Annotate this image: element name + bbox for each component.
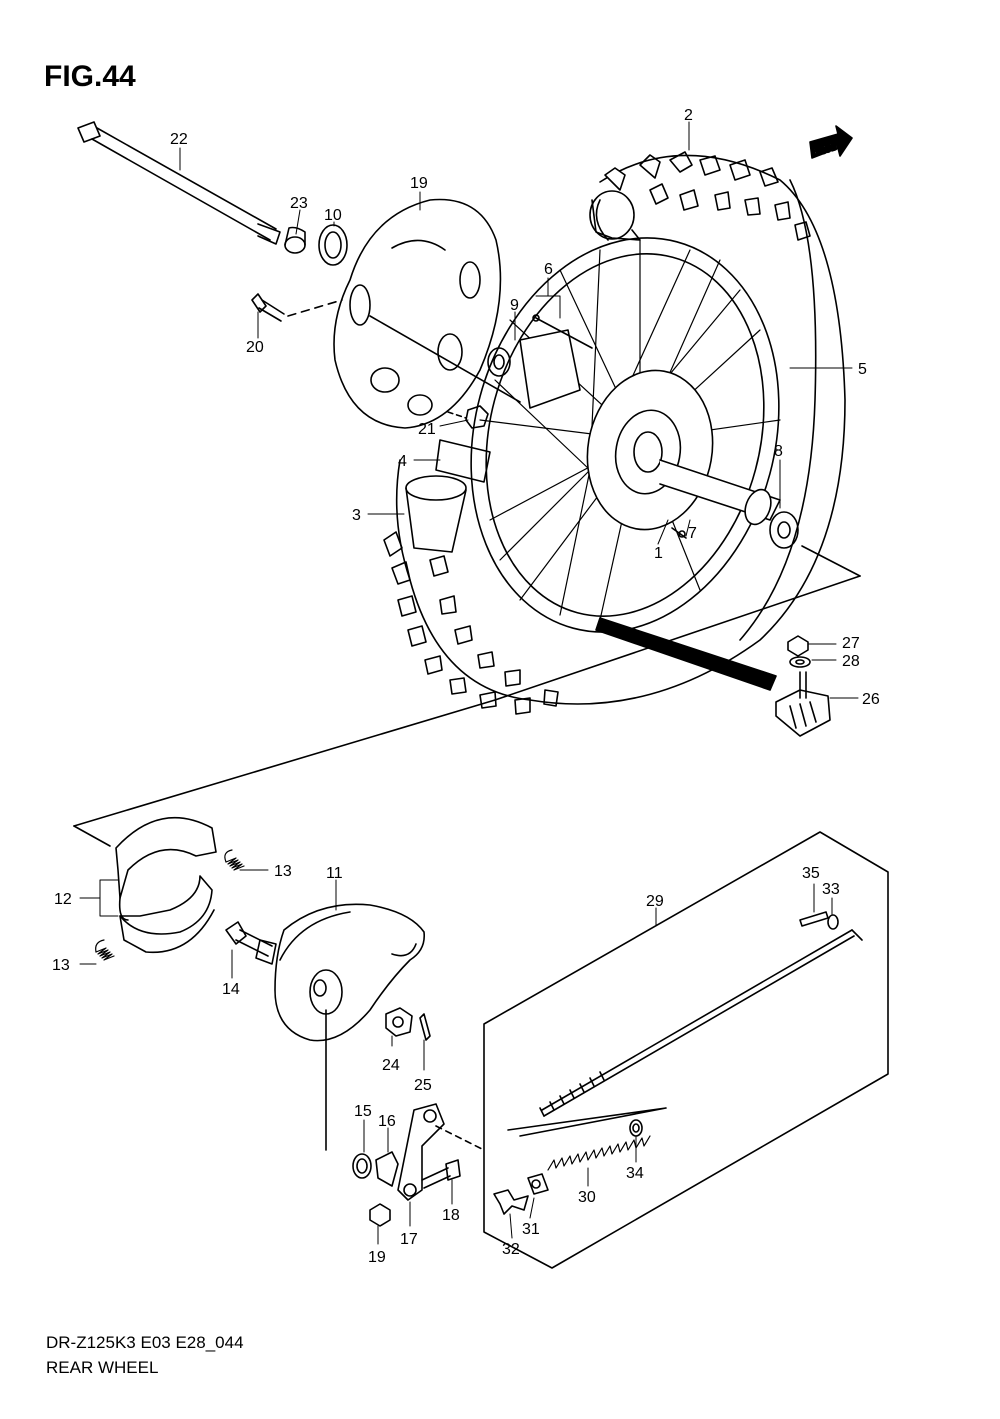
explode-line xyxy=(73,825,111,847)
part-label-34: 33 xyxy=(822,881,840,898)
part-label-7: 7 xyxy=(688,525,697,542)
part-label-31: 30 xyxy=(578,1189,596,1206)
brake-cam-lever xyxy=(397,1103,445,1201)
explode-line xyxy=(801,545,861,577)
part-label-13-lower: 13 xyxy=(52,957,70,974)
wear-indicator xyxy=(375,1151,399,1187)
figure-title: FIG.44 xyxy=(44,60,136,93)
part-label-32: 31 xyxy=(522,1221,540,1238)
part-label-4: 4 xyxy=(398,453,407,470)
brake-shoe-lower xyxy=(119,875,215,954)
rim-lock xyxy=(775,671,831,737)
lever-nut xyxy=(369,1203,391,1227)
explode-line xyxy=(435,1125,485,1151)
part-label-28: 27 xyxy=(842,635,860,652)
forward-arrow-icon: FWD xyxy=(809,125,853,160)
part-label-33: 32 xyxy=(502,1241,520,1258)
part-label-17: 17 xyxy=(400,1231,418,1248)
brake-rod-box xyxy=(483,831,889,1269)
rear-tire xyxy=(383,151,846,715)
rod-pin xyxy=(799,911,829,927)
part-label-15: 15 xyxy=(354,1103,372,1120)
part-label-25: 24 xyxy=(382,1057,400,1074)
part-label-20: 19 xyxy=(410,175,428,192)
brake-shoe-upper xyxy=(115,816,217,921)
rim-lock-washer xyxy=(789,656,811,668)
part-label-21: 20 xyxy=(246,339,264,356)
part-label-30: 29 xyxy=(646,893,664,910)
sprocket-nut xyxy=(447,405,489,429)
part-labels: 2 22 19 23 10 6 9 20 5 21 4 8 3 7 1 27 2… xyxy=(52,107,880,1266)
part-label-1: 1 xyxy=(654,545,663,562)
explode-line xyxy=(73,699,496,827)
part-label-9: 9 xyxy=(510,297,519,314)
rim-band xyxy=(405,439,491,553)
cotter-pin xyxy=(419,1013,431,1041)
spring-washer xyxy=(629,1119,643,1137)
part-label-6: 6 xyxy=(544,261,553,278)
wheel-hub xyxy=(586,369,781,531)
zig-line xyxy=(507,1107,667,1137)
part-label-12: 12 xyxy=(54,891,72,908)
wheel-rim xyxy=(470,237,780,633)
leader-lines xyxy=(79,121,859,1245)
part-label-8: 8 xyxy=(774,443,783,460)
part-label-3: 3 xyxy=(352,507,361,524)
part-label-36: 35 xyxy=(802,865,820,882)
axle-nut xyxy=(385,1007,413,1037)
part-label-26: 25 xyxy=(414,1077,432,1094)
part-label-27: 26 xyxy=(862,691,880,708)
lever-bolt xyxy=(421,1159,461,1189)
part-label-24: 23 xyxy=(290,195,308,212)
part-label-2: 2 xyxy=(684,107,693,124)
part-label-35: 34 xyxy=(626,1165,644,1182)
part-label-22: 21 xyxy=(418,421,436,438)
part-label-19: 19 xyxy=(368,1249,386,1266)
right-bearing xyxy=(769,511,799,549)
oil-seal xyxy=(318,224,348,266)
rod-washer xyxy=(827,914,839,930)
rim-lock-nut xyxy=(787,635,809,657)
part-label-29: 28 xyxy=(842,653,860,670)
o-ring xyxy=(352,1153,372,1179)
part-label-14: 14 xyxy=(222,981,240,998)
part-label-18: 18 xyxy=(442,1207,460,1224)
brake-rod xyxy=(539,929,863,1117)
hub-bolts xyxy=(519,314,593,409)
brake-spring-upper xyxy=(224,849,245,871)
brake-spring-lower xyxy=(95,939,115,961)
part-label-10: 10 xyxy=(324,207,342,224)
return-spring xyxy=(547,1135,651,1171)
part-label-23: 22 xyxy=(170,131,188,148)
axle-collar xyxy=(284,226,306,254)
part-label-13-upper: 13 xyxy=(274,863,292,880)
rear-sprocket xyxy=(333,198,521,429)
spoke-nipple xyxy=(671,527,687,539)
sprocket-bolt xyxy=(251,293,343,322)
axle-shaft xyxy=(77,121,281,245)
wing-nut xyxy=(493,1189,529,1215)
part-label-16: 16 xyxy=(378,1113,396,1130)
section-name: REAR WHEEL xyxy=(46,1358,159,1377)
model-code: DR-Z125K3 E03 E28_044 xyxy=(46,1333,244,1352)
part-label-11: 11 xyxy=(326,865,343,882)
part-label-5: 5 xyxy=(858,361,867,378)
explode-line xyxy=(494,575,861,701)
pointer-arrow xyxy=(595,617,777,691)
brake-cam-shaft xyxy=(225,921,277,965)
rod-joint xyxy=(527,1173,549,1195)
